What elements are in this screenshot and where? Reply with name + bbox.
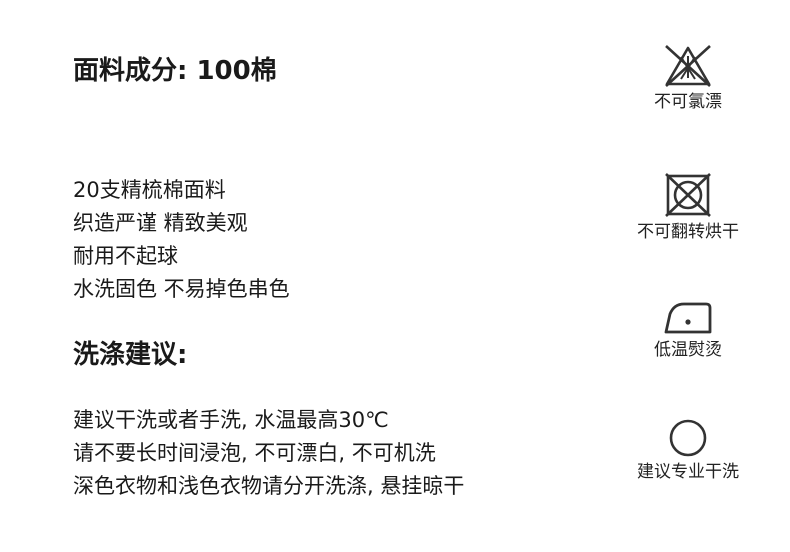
fabric-line: 20支精梳棉面料 bbox=[73, 178, 226, 202]
fabric-line: 耐用不起球 bbox=[73, 244, 178, 268]
care-symbol-no-bleach: 不可氯漂 bbox=[603, 44, 773, 111]
washing-description: 建议干洗或者手洗, 水温最高30℃ 请不要长时间浸泡, 不可漂白, 不可机洗 深… bbox=[73, 404, 464, 503]
washing-line: 深色衣物和浅色衣物请分开洗涤, 悬挂晾干 bbox=[73, 474, 465, 498]
low-iron-icon bbox=[664, 302, 712, 334]
no-bleach-icon bbox=[665, 45, 711, 87]
fabric-line: 水洗固色 不易掉色串色 bbox=[73, 277, 290, 301]
care-symbol-low-iron: 低温熨烫 bbox=[603, 300, 773, 359]
fabric-composition-title: 面料成分: 100棉 bbox=[73, 56, 277, 86]
care-label: 低温熨烫 bbox=[654, 340, 722, 360]
fabric-line: 织造严谨 精致美观 bbox=[73, 211, 248, 235]
washing-line: 请不要长时间浸泡, 不可漂白, 不可机洗 bbox=[73, 441, 436, 465]
care-symbol-dry-clean: 建议专业干洗 bbox=[603, 418, 773, 481]
care-label: 不可氯漂 bbox=[654, 92, 722, 112]
washing-advice-title: 洗涤建议: bbox=[73, 340, 188, 370]
no-tumble-dry-icon bbox=[665, 173, 711, 217]
dry-clean-icon bbox=[669, 419, 707, 457]
care-label: 建议专业干洗 bbox=[637, 462, 739, 482]
washing-line: 建议干洗或者手洗, 水温最高30℃ bbox=[73, 408, 389, 432]
fabric-description: 20支精梳棉面料 织造严谨 精致美观 耐用不起球 水洗固色 不易掉色串色 bbox=[73, 174, 290, 306]
care-symbol-no-tumble-dry: 不可翻转烘干 bbox=[603, 172, 773, 241]
care-label: 不可翻转烘干 bbox=[637, 222, 739, 242]
